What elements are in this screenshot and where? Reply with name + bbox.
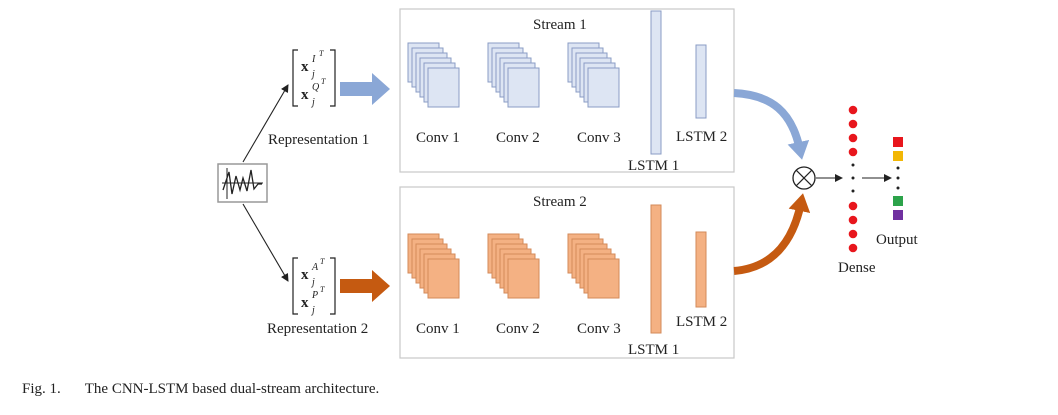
stream-2-conv-1-label: Conv 1 <box>416 321 460 337</box>
dense-neuron <box>848 119 858 129</box>
input-signal-icon <box>217 163 268 203</box>
rep1-entry-2-base: x <box>301 87 309 103</box>
stream-2-lstm-1-label: LSTM 1 <box>628 342 679 358</box>
branch-arrow-up <box>242 84 289 163</box>
stream-1-lstm-1-label: LSTM 1 <box>628 158 679 174</box>
representation-2-label: Representation 2 <box>267 321 368 337</box>
stream-2-conv-3-label: Conv 3 <box>577 321 621 337</box>
rep1-entry-2-supsup: T <box>321 77 326 86</box>
rep2-entry-1-base: x <box>301 267 309 283</box>
dense-label: Dense <box>838 260 876 276</box>
stream-2-conv-3-feature-map <box>587 258 620 299</box>
stream-2-input-arrow <box>340 270 390 302</box>
stream-1-conv-2-feature-map <box>507 67 540 108</box>
stream-2-lstm-1-bar <box>650 204 662 334</box>
figure-caption: Fig. 1. The CNN-LSTM based dual-stream ar… <box>22 381 379 398</box>
rep1-entry-1-sub: j <box>310 69 315 80</box>
stream-1-lstm-2-label: LSTM 2 <box>676 129 727 145</box>
stream-1-lstm-1-bar <box>650 10 662 155</box>
stream-1-title: Stream 1 <box>533 17 587 33</box>
rep1-entry-2-sup: Q <box>312 82 320 93</box>
dense-neuron <box>848 147 858 157</box>
stream-1-conv-3-label: Conv 3 <box>577 130 621 146</box>
output-ellipsis-dot <box>896 176 900 180</box>
caption-number: Fig. 1. <box>22 381 61 397</box>
rep1-entry-1-base: x <box>301 59 309 75</box>
dense-ellipsis-dot <box>851 163 855 167</box>
stream-1-lstm-2-bar <box>695 44 707 119</box>
stream-2-lstm-2-bar <box>695 231 707 308</box>
dense-neuron <box>848 215 858 225</box>
rep2-entry-2-base: x <box>301 295 309 311</box>
dense-neuron <box>848 229 858 239</box>
stream-2-conv-stacks <box>407 233 620 299</box>
merge-operator-icon <box>792 166 816 190</box>
output-unit <box>893 151 903 161</box>
dense-ellipsis-dot <box>851 189 855 193</box>
output-unit <box>893 196 903 206</box>
stream-1-conv-stacks <box>407 42 620 108</box>
rep1-entry-2-sub: j <box>310 97 315 108</box>
stream-2-conv-1-feature-map <box>427 258 460 299</box>
output-ellipsis-dot <box>896 166 900 170</box>
rep2-entry-1-sup: A <box>311 262 319 273</box>
stream-2-lstm-2-label: LSTM 2 <box>676 314 727 330</box>
stream-1-merge-arrow <box>733 89 810 160</box>
stream-1-input-arrow <box>340 73 390 105</box>
output-unit <box>893 210 903 220</box>
dense-neuron <box>848 243 858 253</box>
representation-1-vector: x j I T x j Q T <box>292 49 336 108</box>
stream-1-conv-1-feature-map <box>427 67 460 108</box>
stream-2-conv-2-label: Conv 2 <box>496 321 540 337</box>
dense-layer <box>848 105 858 253</box>
dense-neuron <box>848 133 858 143</box>
dense-ellipsis-dot <box>851 176 855 180</box>
output-unit <box>893 137 903 147</box>
output-layer <box>893 137 903 220</box>
rep2-entry-2-sup: P <box>311 290 318 301</box>
stream-1-conv-1-label: Conv 1 <box>416 130 460 146</box>
stream-1-conv-2-label: Conv 2 <box>496 130 540 146</box>
rep2-entry-1-supsup: T <box>320 257 325 266</box>
rep1-entry-1-supsup: T <box>319 49 324 58</box>
stream-1-conv-3-feature-map <box>587 67 620 108</box>
output-ellipsis-dot <box>896 186 900 190</box>
output-label: Output <box>876 232 919 248</box>
dense-neuron <box>848 105 858 115</box>
rep2-entry-2-supsup: T <box>320 285 325 294</box>
stream-2-conv-2-feature-map <box>507 258 540 299</box>
dense-neuron <box>848 201 858 211</box>
representation-2-vector: x j A T x j P T <box>292 257 336 316</box>
rep2-entry-2-sub: j <box>310 305 315 316</box>
rep1-entry-1-sup: I <box>311 54 316 65</box>
caption-text: The CNN-LSTM based dual-stream architect… <box>84 381 380 397</box>
branch-arrow-down <box>242 203 289 282</box>
stream-2-merge-arrow <box>733 193 811 275</box>
rep2-entry-1-sub: j <box>310 277 315 288</box>
representation-1-label: Representation 1 <box>268 132 369 148</box>
stream-2-title: Stream 2 <box>533 194 587 210</box>
